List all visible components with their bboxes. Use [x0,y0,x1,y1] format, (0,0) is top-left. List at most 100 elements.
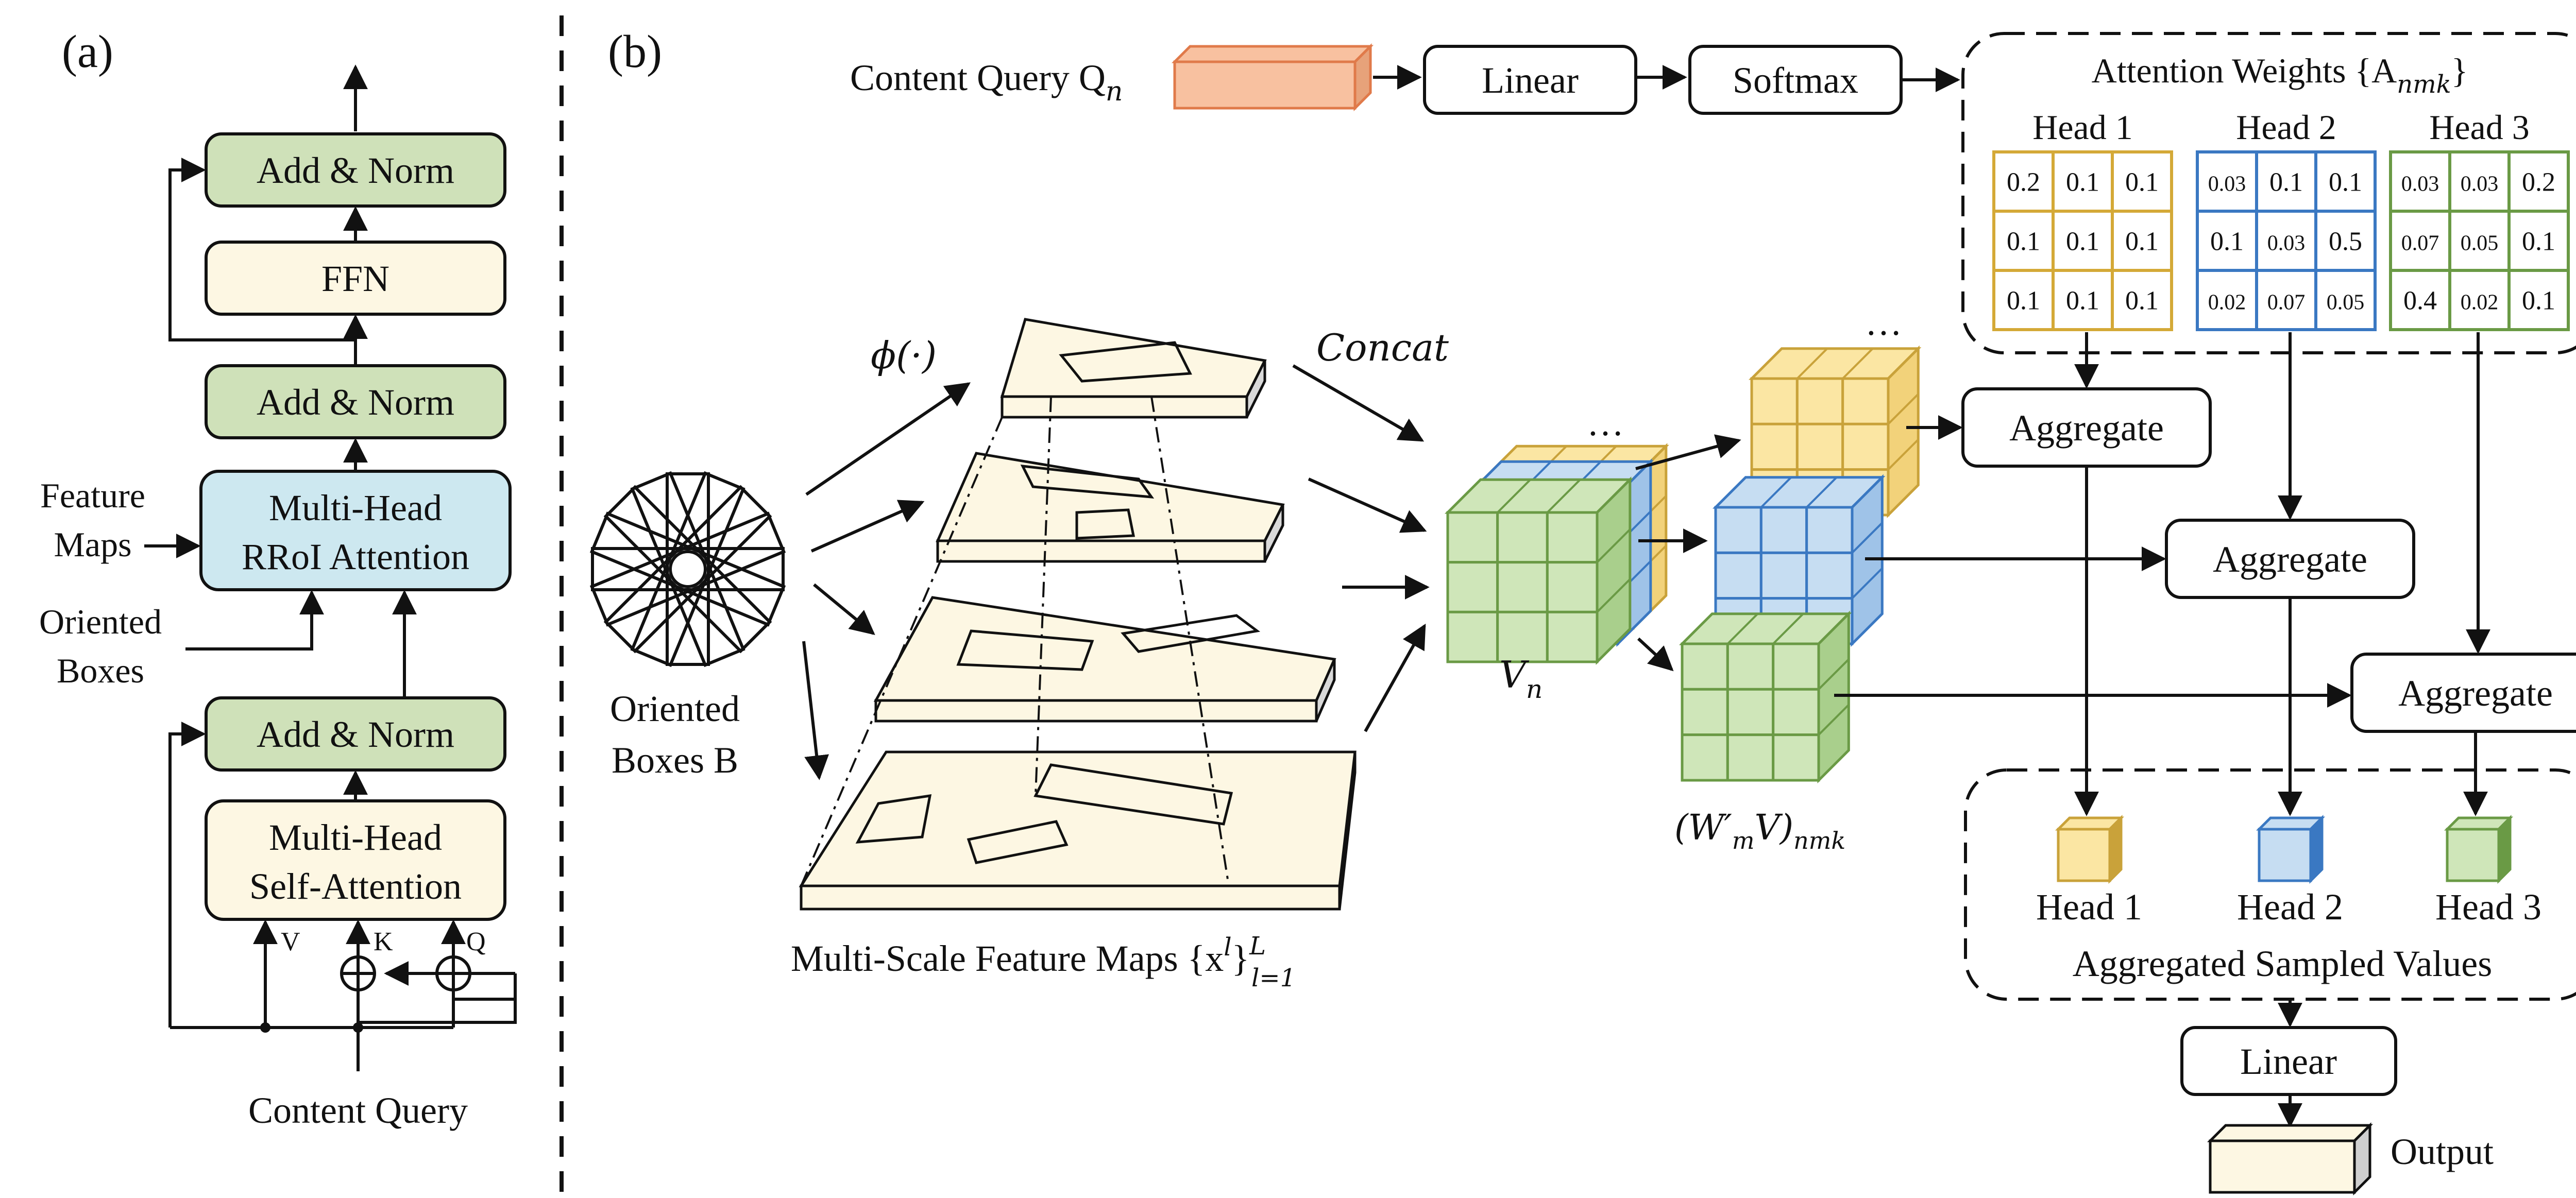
k-label: K [374,927,393,956]
weight-value: 0.05 [2327,291,2365,315]
weight-value: 0.1 [2522,227,2555,256]
aggregated-cubes [2055,814,2514,884]
panel-a-label: (a) [62,26,113,77]
phi-label: ϕ(·) [871,334,937,377]
weight-cell [1992,269,2055,331]
agg-cube-3 [2444,814,2514,884]
weight-value: 0.03 [2461,173,2499,196]
oriented-box [589,511,786,627]
weight-cell [2052,269,2114,331]
weight-cell [2507,269,2570,331]
aggregate-2-label: Aggregate [2213,539,2367,580]
add-norm-mid-label: Add & Norm [257,382,454,423]
weight-value: 0.05 [2461,232,2499,255]
add-norm-mid-box [205,364,506,439]
weight-cell [2389,150,2451,213]
weight-value: 0.1 [2007,286,2040,316]
weight-value: 0.1 [2066,168,2099,197]
weight-value: 0.1 [2522,286,2555,316]
oriented-boxes-line1: Oriented [39,602,162,641]
rroi-attention-box [199,470,512,591]
weight-value: 0.1 [2125,168,2159,197]
ffn-box [205,241,506,316]
oriented-boxes-star-icon [589,471,786,668]
panel-a: (a) Add & Norm FFN Add & Norm Multi-Head… [39,26,517,1131]
weight-cell [2255,269,2317,331]
value-cubes [1444,345,1922,784]
rroi-line2: RRoI Attention [242,536,469,577]
linear-bottom-label: Linear [2240,1041,2337,1082]
weight-value: 0.03 [2401,173,2439,196]
softmax-label: Softmax [1733,60,1858,101]
feature-maps-line2: Maps [54,525,131,564]
weight-value: 0.1 [2007,227,2040,256]
content-query-b-label: Content Query Qn [850,57,1123,107]
output-label: Output [2391,1131,2494,1172]
feature-maps-line1: Feature [40,476,145,515]
weight-cell [2314,150,2377,213]
oriented-box [630,471,745,668]
head-3-title: Head 3 [2429,108,2529,147]
content-query-label: Content Query [248,1090,468,1131]
head-2-title: Head 2 [2236,108,2336,147]
weight-value: 0.1 [2066,227,2099,256]
weight-value: 0.03 [2208,173,2246,196]
oriented-box [591,547,785,591]
concat-label: Concat [1316,326,1449,369]
oriented-boxes-line2: Boxes [57,651,144,690]
content-query-bar [1173,60,1357,110]
ellipsis-heads: … [1865,302,1902,343]
oriented-box [630,471,745,668]
weight-value: 0.07 [2267,291,2306,315]
weight-value: 0.1 [2329,168,2362,197]
linear-top-box [1423,45,1637,115]
q-label: Q [466,927,486,956]
attention-weights-group [1961,32,2576,354]
feature-map-1 [1000,318,1267,398]
attention-weights-title: Attention Weights {Anmk} [2092,51,2468,99]
feature-map-2 [936,452,1285,542]
rroi-line1: Multi-Head [269,487,442,528]
feature-map-4 [799,750,1357,887]
linear-top-label: Linear [1482,60,1579,101]
ffn-label: FFN [321,258,389,299]
weight-value: 0.03 [2267,232,2306,255]
v-label: V [281,927,300,956]
weight-value: 0.02 [2461,291,2499,315]
weight-cell [2196,269,2258,331]
oriented-box [603,485,772,654]
oriented-boxes-b-line1: Oriented [610,688,740,729]
weight-value: 0.2 [2522,168,2555,197]
feature-map-3 [873,596,1336,702]
self-attn-line1: Multi-Head [269,817,442,858]
weight-value: 0.2 [2007,168,2040,197]
output-bar [2209,1139,2356,1194]
add-norm-top-label: Add & Norm [257,150,454,191]
panel-b-label: (b) [608,26,662,77]
aggregated-values-group [1964,768,2576,1001]
agg-cube-2 [2256,814,2326,884]
weight-value: 0.4 [2403,286,2437,316]
agg-cube-1 [2055,814,2125,884]
add-norm-bottom-label: Add & Norm [257,714,454,755]
feature-map-pyramid [799,318,1357,911]
weight-cell [2052,150,2114,213]
aggregate-1-label: Aggregate [2009,407,2164,449]
panel-b: (b) Content Query Qn Linear Softmax Atte… [589,26,2576,1196]
self-attention-box [205,799,506,921]
vn-label: Vn [1499,653,1543,704]
aggregate-3-label: Aggregate [2398,673,2553,714]
weight-value: 0.1 [2125,286,2159,316]
weight-value: 0.02 [2208,291,2246,315]
wmv-label: (W′mV)nmk [1674,808,1845,854]
weight-value: 0.1 [2066,286,2099,316]
weight-cell [1992,150,2055,213]
aggregated-values-label: Aggregated Sampled Values [2073,943,2492,984]
weight-cell [2507,210,2570,272]
vn-cube-green [1444,476,1633,665]
weight-value: 0.1 [2125,227,2159,256]
oriented-box [603,485,772,654]
oriented-box [589,511,786,627]
